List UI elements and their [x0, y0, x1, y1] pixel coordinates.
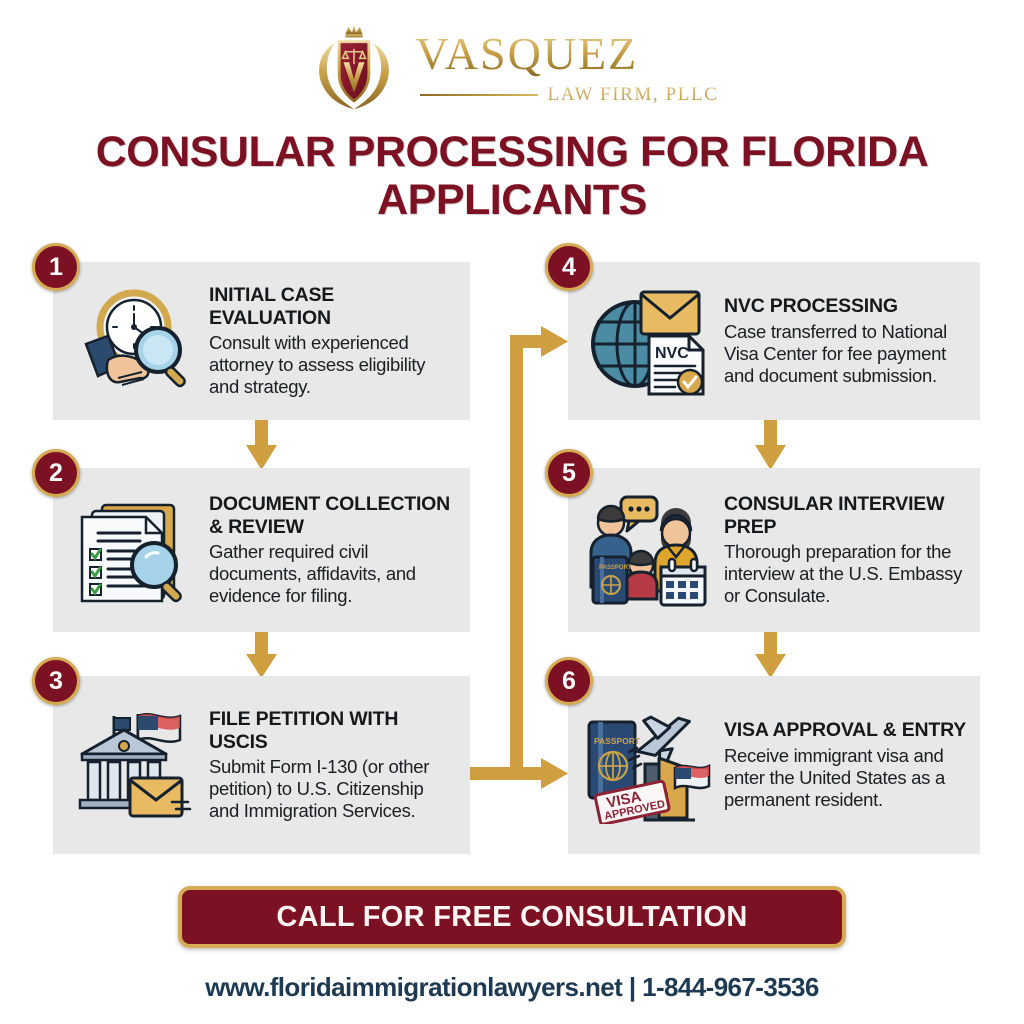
- government-building-flag-envelope-icon: [63, 705, 203, 825]
- svg-text:PASSPORT: PASSPORT: [594, 736, 641, 746]
- step-badge-4: 4: [545, 243, 593, 291]
- handshake-clock-magnifier-icon: [63, 281, 203, 401]
- family-passport-calendar-icon: PASSPORT: [578, 490, 718, 610]
- firm-subtitle: LAW FIRM, PLLC: [547, 83, 719, 105]
- step-title: DOCUMENT COLLECTION & REVIEW: [209, 492, 451, 538]
- step-card-5: PASSPORT CONSULAR INTERVIEW PREP Thoroug…: [568, 468, 980, 632]
- step-badge-1: 1: [32, 243, 80, 291]
- arrow-step2-step3: [246, 632, 277, 678]
- svg-text:NVC: NVC: [655, 345, 689, 362]
- arrow-step4-step5: [755, 420, 786, 470]
- svg-text:PASSPORT: PASSPORT: [599, 565, 632, 571]
- step-card-4: NVC NVC PROCESSING Case transferred to N…: [568, 262, 980, 420]
- step-card-6: PASSPORT VISA APPROVED: [568, 676, 980, 854]
- step-title: VISA APPROVAL & ENTRY: [724, 719, 967, 742]
- step-description: Case transferred to National Visa Center…: [724, 320, 947, 386]
- step-badge-5: 5: [545, 449, 593, 497]
- step-card-2: DOCUMENT COLLECTION & REVIEW Gather requ…: [53, 468, 470, 632]
- step-badge-2: 2: [32, 449, 80, 497]
- arrow-step5-step6: [755, 632, 786, 678]
- step-description: Gather required civil documents, affidav…: [209, 541, 416, 607]
- passport-airplane-door-flag-icon: PASSPORT VISA APPROVED: [578, 705, 718, 825]
- step-card-1: INITIAL CASE EVALUATION Consult with exp…: [53, 262, 470, 420]
- step-badge-6: 6: [545, 657, 593, 705]
- page-title: CONSULAR PROCESSING FOR FLORIDA APPLICAN…: [95, 128, 929, 225]
- globe-envelope-nvc-document-icon: NVC: [578, 281, 718, 401]
- step-description: Submit Form I-130 (or other petition) to…: [209, 756, 430, 822]
- firm-name: VASQUEZ: [416, 30, 719, 77]
- step-title: INITIAL CASE EVALUATION: [209, 283, 335, 329]
- svg-text:VISA: VISA: [605, 788, 643, 812]
- step-description: Receive immigrant visa and enter the Uni…: [724, 744, 945, 810]
- step-description: Consult with experienced attorney to ass…: [209, 332, 426, 398]
- step-description: Thorough preparation for the interview a…: [724, 541, 963, 607]
- arrow-step3-step4: [510, 326, 568, 773]
- logo-divider: [419, 93, 538, 96]
- step-badge-3: 3: [32, 657, 80, 705]
- call-for-free-consultation-button[interactable]: CALL FOR FREE CONSULTATION: [178, 886, 846, 948]
- arrow-step3-step6: [470, 758, 568, 789]
- step-title: NVC PROCESSING: [724, 295, 898, 318]
- step-title: FILE PETITION WITH USCIS: [209, 707, 399, 753]
- footer-contact[interactable]: www.floridaimmigrationlawyers.net | 1-84…: [205, 972, 819, 1002]
- arrow-step1-step2: [246, 420, 277, 470]
- brand-logo: VASQUEZ LAW FIRM, PLLC: [0, 18, 1024, 118]
- shield-crest-icon: [318, 24, 389, 110]
- step-title: CONSULAR INTERVIEW PREP: [724, 492, 945, 538]
- step-card-3: FILE PETITION WITH USCIS Submit Form I-1…: [53, 676, 470, 854]
- documents-checklist-magnifier-icon: [63, 490, 203, 610]
